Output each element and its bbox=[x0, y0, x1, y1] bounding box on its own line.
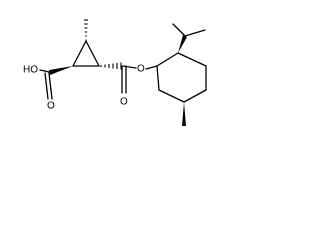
acid-c-oh-bond bbox=[39, 69, 50, 73]
cyclohexane-ring bbox=[156, 52, 207, 103]
acid-co-bond-double bbox=[44, 72, 49, 100]
isopropyl-wedge-bond bbox=[178, 35, 187, 53]
methyl-hashed-bond bbox=[84, 19, 88, 41]
acid-carbonyl-oxygen-label: O bbox=[47, 101, 55, 112]
ring-bond-top-right bbox=[85, 40, 100, 67]
ring-methyl-wedge-bond bbox=[182, 102, 186, 126]
cyclopropane-ring bbox=[72, 40, 100, 67]
isopropyl-methyl-right bbox=[184, 29, 206, 37]
ester-hashed-bond bbox=[100, 62, 122, 70]
hydroxyl-label: HO bbox=[23, 65, 38, 76]
ester-c-o-bond bbox=[122, 65, 137, 69]
ring-bond-top-left bbox=[72, 40, 87, 67]
chemical-structure-diagram: HO O O O bbox=[23, 19, 207, 126]
acid-wedge-bond bbox=[49, 66, 73, 75]
isopropyl-methyl-left bbox=[172, 23, 186, 37]
ester-o-menthyl-bond bbox=[145, 65, 158, 70]
ester-carbonyl-oxygen-label: O bbox=[120, 97, 128, 108]
acid-co-bond bbox=[48, 72, 53, 100]
ester-oxygen-label: O bbox=[137, 64, 145, 75]
